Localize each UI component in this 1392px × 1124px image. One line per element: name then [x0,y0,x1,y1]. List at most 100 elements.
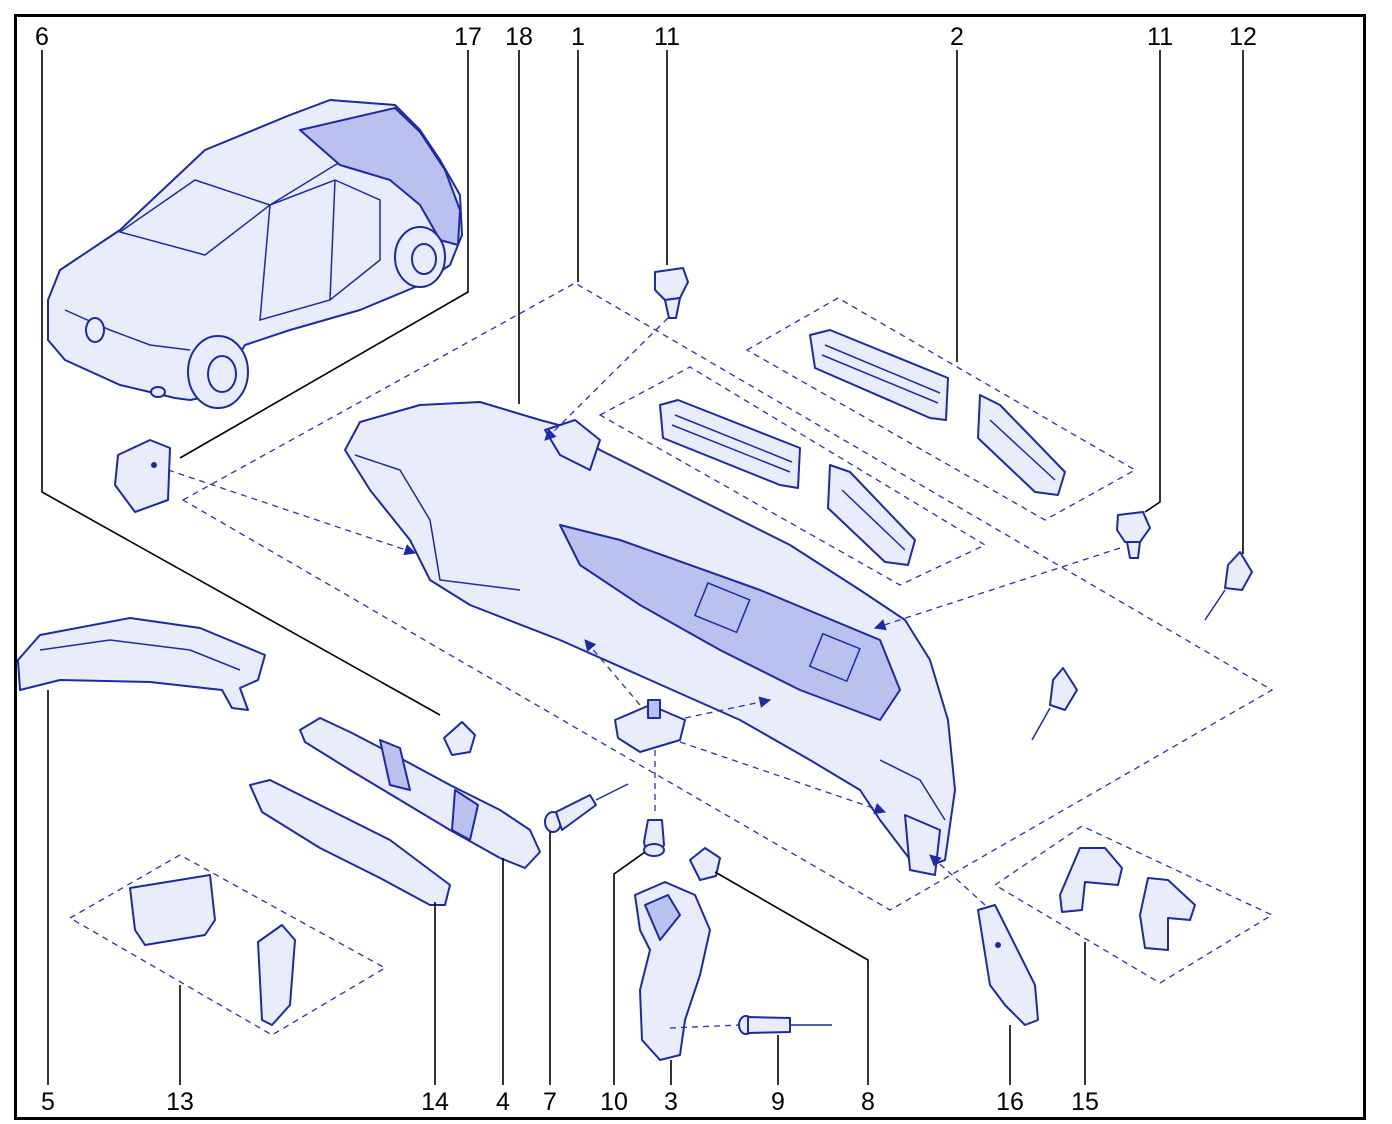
clip-11-right-head [1116,511,1151,543]
bracket-13-b [257,924,296,1026]
side-guide-body [17,617,266,711]
bracket-15-b [1139,877,1196,951]
car-illustration [47,99,463,409]
callout-9: 9 [771,1088,785,1116]
absorber-14 [249,779,451,906]
car-fog-light [150,386,166,398]
callout-13: 13 [166,1088,194,1116]
mudflap-17 [114,439,417,556]
group-boxes [68,282,1274,1036]
clip-11-right [873,511,1151,631]
rear-bumper-18 [344,401,956,876]
brackets-13 [129,874,296,1026]
bracket-set-box-15 [993,825,1274,984]
arrow-nut-right [684,696,772,719]
mudflap-right [977,904,1039,1026]
callout-11-right: 11 [1147,23,1173,51]
beam-4-body [299,717,541,869]
bumper-group-box [181,282,1274,911]
grille-set-box-upper [745,297,1137,521]
rivet-7 [544,783,629,833]
bracket-12-left [1049,667,1078,711]
callout-18: 18 [505,23,533,51]
rivet-9 [738,1015,832,1035]
callout-4: 4 [496,1088,510,1116]
leader-11-right [1144,50,1161,513]
pushclip-6 [443,721,476,756]
grille-upper-b [977,394,1066,496]
rivet-7-body [555,794,597,831]
bumper-slot-a [693,582,751,634]
grille-lower-b [827,464,916,566]
callout-10: 10 [600,1088,628,1116]
callout-12: 12 [1229,23,1257,51]
pushclip-8-head [689,847,721,881]
car-rear-hub [411,243,437,275]
pushclip-8 [689,847,721,881]
grille-upper-a [809,329,949,421]
callout-5: 5 [41,1088,55,1116]
bracket-set-box-13 [68,854,387,1036]
callout-16: 16 [996,1088,1024,1116]
screw-10 [643,819,665,857]
beam-4-bracket-b [451,789,479,841]
leader-8 [714,871,869,1085]
clip-11-top [544,267,689,441]
mudflap-hole [151,462,157,468]
rivet-9-body [747,1016,791,1034]
leader-6 [41,50,441,716]
callout-6: 6 [35,23,49,51]
clip-11-right-shank [1126,541,1141,559]
side-guide-5 [17,617,266,711]
bracket-13-a [129,874,216,946]
clip-nut [584,639,887,815]
bracket-3 [634,881,741,1061]
leader-17 [179,50,469,459]
bumper-wheelarch-line [879,759,946,821]
bumper-recess [559,524,901,721]
callout-17: 17 [454,23,482,51]
callout-2: 2 [950,23,964,51]
car-badge [85,317,105,343]
arrow-nut-up-left [584,639,641,706]
bracket-12 [1031,551,1253,741]
clip-nut-stud [647,699,661,719]
bracket-3-upper-tab [644,894,681,941]
grille-set-box-lower [598,366,987,586]
side-guide-rib [39,639,241,671]
bumper-top-clip [544,419,601,471]
leader-lines [41,50,1244,1085]
arrow-nut-to-arch [679,741,887,815]
arrow-mudflap-16 [929,854,986,906]
rivet-7-pin [595,783,629,801]
pushclip-6-head [443,721,476,756]
grille-lower-a [659,399,801,489]
callout-3: 3 [664,1088,678,1116]
car-front-hub [207,355,237,393]
callout-11-top: 11 [654,23,680,51]
bumper-inner-edge [354,454,521,591]
arrow-bracket-3-rivet [669,1024,741,1029]
mudflap-left [114,439,171,513]
absorber-14-body [249,779,451,906]
grille-mesh-lines [671,344,1056,551]
car-rear-bumper-highlight [299,107,461,246]
arrow-clip-11-right [873,547,1121,631]
bracket-12-left-wire [1031,707,1051,741]
mudflap-16 [929,854,1039,1026]
callout-1: 1 [571,23,585,51]
car-roof [204,99,422,206]
car-door-split [329,179,336,301]
bracket-15-a [1059,847,1123,913]
arrow-clip-11-top [544,317,669,441]
callout-15: 15 [1071,1088,1099,1116]
bumper-slot-b [808,632,861,683]
car-front-grille [64,309,191,351]
beam-4 [299,717,541,869]
callout-numbers: 6 17 18 1 11 2 11 12 5 13 14 4 7 10 3 9 … [35,23,1257,1116]
callout-8: 8 [861,1088,875,1116]
mudflap-right-hole [995,942,1001,948]
callout-14: 14 [421,1088,449,1116]
screw-10-head [643,843,665,857]
